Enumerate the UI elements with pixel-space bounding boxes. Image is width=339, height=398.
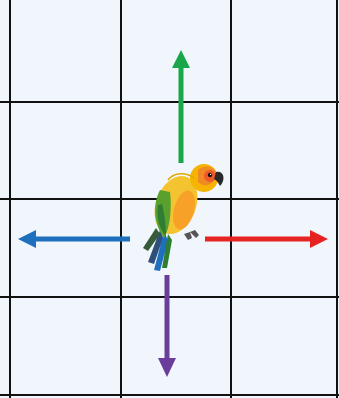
parrot-icon — [143, 164, 224, 271]
arrow-down — [158, 275, 176, 377]
arrow-up — [172, 50, 190, 163]
arrow-right — [205, 230, 328, 248]
arrow-left — [18, 230, 130, 248]
